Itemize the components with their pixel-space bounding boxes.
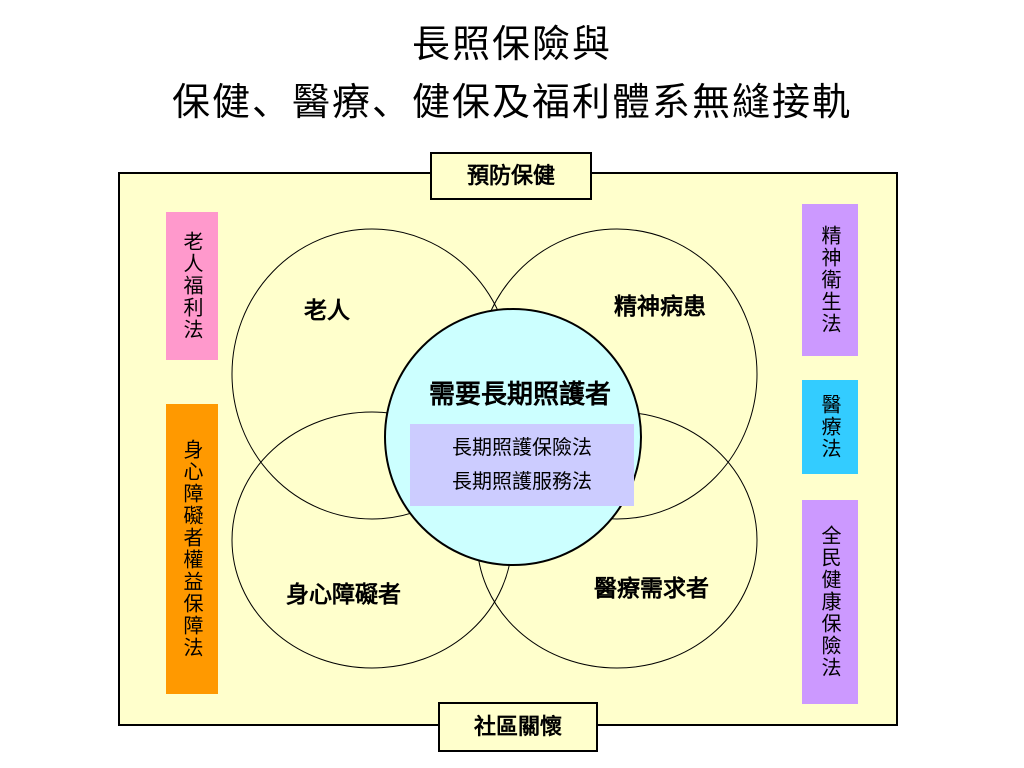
group-label-elderly: 老人 [304,297,350,324]
prevention-label: 預防保健 [430,152,592,200]
elderly-welfare-law-box: 老人福利法 [166,212,218,360]
national-health-insurance-law-label: 全民健康保險法 [818,525,842,679]
long-term-care-laws-box: 長期照護保險法 長期照護服務法 [410,424,634,506]
elderly-welfare-law-label: 老人福利法 [180,231,204,341]
medical-care-law-box: 醫療法 [802,380,858,474]
national-health-insurance-law-box: 全民健康保險法 [802,500,858,704]
center-label: 需要長期照護者 [428,380,611,410]
title-line-1: 長照保險與 [411,22,612,66]
medical-care-law-label: 醫療法 [818,394,842,460]
community-care-label: 社區關懷 [438,702,598,752]
group-label-medical-needs: 醫療需求者 [594,575,709,602]
mental-health-law-box: 精神衛生法 [802,204,858,356]
disability-rights-law-box: 身心障礙者權益保障法 [166,404,218,694]
disability-rights-law-label: 身心障礙者權益保障法 [180,439,204,659]
title-line-2: 保健、醫療、健保及福利體系無縫接軌 [171,80,852,124]
long-term-care-service-law: 長期照護服務法 [452,469,592,493]
group-label-mental-patients: 精神病患 [614,293,706,320]
mental-health-law-label: 精神衛生法 [818,225,842,335]
group-label-disabled: 身心障礙者 [286,581,401,608]
long-term-care-insurance-law: 長期照護保險法 [452,435,592,459]
